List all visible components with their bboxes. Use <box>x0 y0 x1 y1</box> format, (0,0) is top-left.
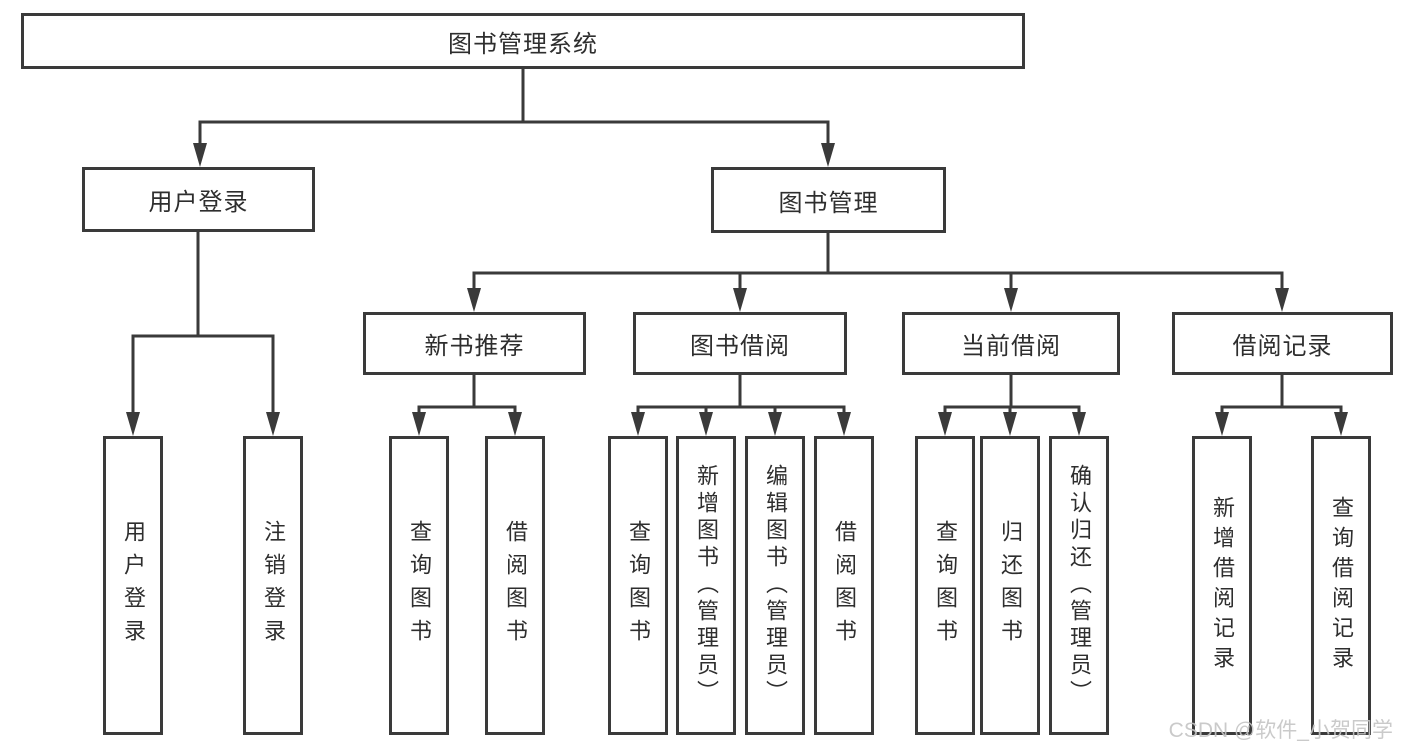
leaf-user-login: 用户登录 <box>103 436 163 735</box>
node-book-management: 图书管理 <box>711 167 946 233</box>
node-label: 归还图书 <box>998 519 1023 652</box>
node-label: 借阅记录 <box>1232 333 1333 360</box>
node-label: 查询借阅记录 <box>1329 495 1354 676</box>
node-label: 注销登录 <box>261 519 286 652</box>
node-label: 查询图书 <box>407 519 432 652</box>
node-library-management-system: 图书管理系统 <box>21 13 1025 69</box>
node-book-borrowing: 图书借阅 <box>633 312 847 375</box>
node-label: 图书管理系统 <box>448 30 598 58</box>
leaf-add-books-admin: 新增图书（管理员） <box>676 436 736 735</box>
arrowheads <box>126 143 1348 436</box>
node-label: 编辑图书（管理员） <box>763 464 788 707</box>
node-new-book-recommendation: 新书推荐 <box>363 312 586 375</box>
leaf-logout: 注销登录 <box>243 436 303 735</box>
node-borrowing-records: 借阅记录 <box>1172 312 1393 375</box>
node-label: 图书管理 <box>778 189 879 217</box>
node-label: 新书推荐 <box>424 333 525 360</box>
node-label: 借阅图书 <box>503 519 528 652</box>
leaf-query-books-borrowing: 查询图书 <box>608 436 668 735</box>
node-user-login: 用户登录 <box>82 167 315 232</box>
leaf-query-books-current: 查询图书 <box>915 436 975 735</box>
node-label: 图书借阅 <box>690 333 790 360</box>
leaf-query-books-recommend: 查询图书 <box>389 436 449 735</box>
leaf-edit-books-admin: 编辑图书（管理员） <box>745 436 805 735</box>
node-label: 新增图书（管理员） <box>694 464 719 707</box>
node-label: 当前借阅 <box>961 333 1061 360</box>
leaf-add-borrow-record: 新增借阅记录 <box>1192 436 1252 735</box>
node-label: 用户登录 <box>121 519 146 652</box>
node-label: 新增借阅记录 <box>1210 495 1235 676</box>
node-label: 用户登录 <box>148 189 249 216</box>
node-label: 借阅图书 <box>832 519 857 652</box>
leaf-query-borrow-record: 查询借阅记录 <box>1311 436 1371 735</box>
leaf-borrow-books: 借阅图书 <box>814 436 874 735</box>
leaf-borrow-books-recommend: 借阅图书 <box>485 436 545 735</box>
leaf-confirm-return-admin: 确认归还（管理员） <box>1049 436 1109 735</box>
csdn-watermark: CSDN @软件_小贺同学 <box>1168 719 1393 742</box>
node-current-borrowing: 当前借阅 <box>902 312 1120 375</box>
node-label: 确认归还（管理员） <box>1067 464 1092 707</box>
node-label: 查询图书 <box>933 519 958 652</box>
node-label: 查询图书 <box>626 519 651 652</box>
leaf-return-books: 归还图书 <box>980 436 1040 735</box>
